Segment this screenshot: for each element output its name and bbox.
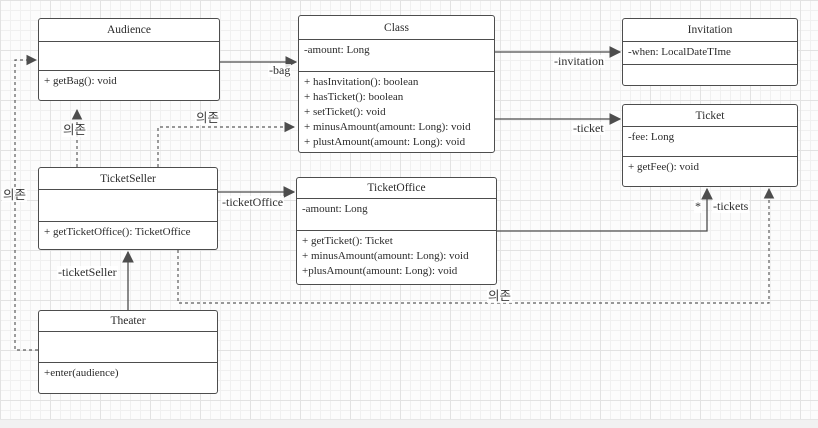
class-title: TicketSeller [100, 172, 156, 185]
edge-dependency-ticketseller-class[interactable] [157, 121, 296, 167]
attributes-compartment: -amount: Long [297, 198, 496, 230]
class-box-invitation[interactable]: Invitation -when: LocalDateTIme [622, 18, 798, 86]
class-title: Audience [106, 24, 152, 36]
attribute-row: -amount: Long [302, 203, 368, 215]
class-box-audience[interactable]: Audience + getBag(): void [38, 18, 220, 101]
edge-label-dependency-seller-ticket[interactable]: 의존 [487, 289, 513, 303]
attributes-compartment [39, 41, 219, 70]
attribute-row: -fee: Long [628, 131, 675, 143]
method-row: + getBag(): void [44, 75, 117, 87]
attributes-compartment [39, 331, 217, 362]
edge-label-ticketoffice[interactable]: -ticketOffice [221, 195, 285, 209]
edge-label-invitation[interactable]: -invitation [553, 54, 605, 68]
class-box-class[interactable]: Class -amount: Long + hasInvitation(): b… [298, 15, 495, 153]
method-row: + hasTicket(): boolean [304, 91, 404, 103]
method-row: + setTicket(): void [304, 106, 386, 118]
class-box-ticketseller[interactable]: TicketSeller + getTicketOffice(): Ticket… [38, 167, 218, 250]
class-title: Ticket [695, 109, 725, 122]
methods-compartment: +enter(audience) [39, 362, 217, 393]
method-row: + hasInvitation(): boolean [304, 76, 419, 88]
method-row: + plustAmount(amount: Long): void [304, 136, 466, 148]
methods-compartment: + hasInvitation(): boolean + hasTicket()… [299, 71, 494, 152]
attribute-row: -amount: Long [304, 44, 370, 56]
method-row: +enter(audience) [44, 367, 119, 379]
edge-ticketoffice-tickets-ticket[interactable] [497, 187, 713, 232]
methods-compartment: + getFee(): void [623, 156, 797, 186]
methods-compartment: + getTicket(): Ticket + minusAmount(amou… [297, 230, 496, 284]
edge-label-dependency-seller-class[interactable]: 의존 [195, 111, 221, 125]
class-box-theater[interactable]: Theater +enter(audience) [38, 310, 218, 394]
method-row: + getTicket(): Ticket [302, 235, 393, 247]
edge-label-tickets[interactable]: -tickets [712, 199, 750, 213]
class-title: Theater [110, 315, 146, 327]
class-title: Invitation [687, 24, 733, 36]
edge-label-bag[interactable]: -bag [268, 63, 292, 77]
method-row: + getFee(): void [628, 161, 699, 173]
edge-multiplicity-tickets[interactable]: * [694, 199, 702, 213]
attributes-compartment: -when: LocalDateTIme [623, 41, 797, 64]
horizontal-scrollbar-track[interactable] [0, 419, 818, 428]
class-title: Class [384, 21, 409, 34]
edge-label-ticket[interactable]: -ticket [572, 121, 605, 135]
method-row: +plusAmount(amount: Long): void [302, 265, 458, 277]
attributes-compartment [39, 189, 217, 221]
method-row: + minusAmount(amount: Long): void [302, 250, 469, 262]
method-row: + minusAmount(amount: Long): void [304, 121, 471, 133]
attribute-row: -when: LocalDateTIme [628, 46, 731, 58]
attributes-compartment: -amount: Long [299, 39, 494, 71]
edge-label-dependency-seller-audience[interactable]: 의존 [62, 123, 88, 137]
edge-dependency-theater-audience[interactable] [14, 54, 38, 351]
class-box-ticketoffice[interactable]: TicketOffice -amount: Long + getTicket()… [296, 177, 497, 285]
method-row: + getTicketOffice(): TicketOffice [44, 226, 191, 238]
attributes-compartment: -fee: Long [623, 126, 797, 156]
edge-label-dependency-theater-audience[interactable]: 의존 [2, 188, 28, 202]
methods-compartment [623, 64, 797, 85]
edge-label-ticketseller[interactable]: -ticketSeller [57, 265, 118, 279]
class-box-ticket[interactable]: Ticket -fee: Long + getFee(): void [622, 104, 798, 187]
methods-compartment: + getTicketOffice(): TicketOffice [39, 221, 217, 249]
edge-dependency-ticketseller-ticket[interactable] [177, 187, 775, 304]
class-title: TicketOffice [367, 182, 426, 194]
methods-compartment: + getBag(): void [39, 70, 219, 100]
